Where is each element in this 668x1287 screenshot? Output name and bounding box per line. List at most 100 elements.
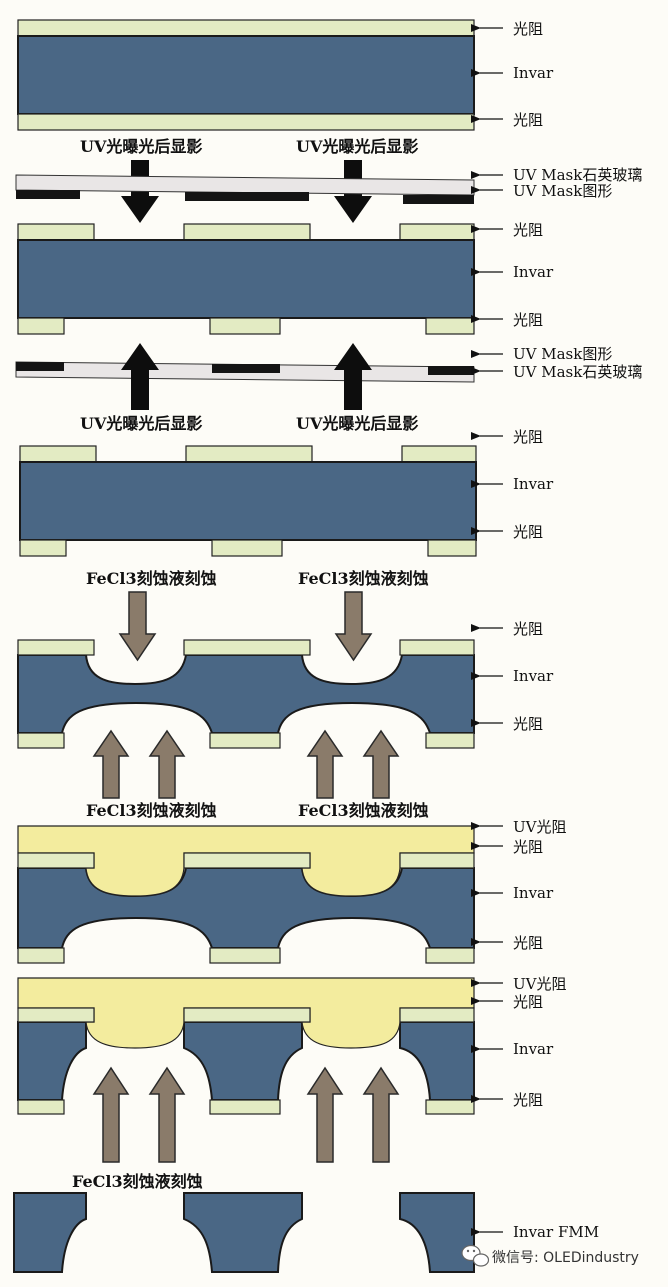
photoresist-bottom-block <box>427 539 477 557</box>
photoresist-bottom-layer <box>17 113 475 131</box>
photoresist-top-block <box>183 639 311 656</box>
etchant-up-arrow <box>92 1066 130 1163</box>
invar-half-etched <box>17 654 475 734</box>
etchant-down-arrow-right <box>334 591 373 662</box>
step-3-bottom-uv-exposure: UV Mask图形 UV Mask石英玻璃 UV光曝光后显影 UV光曝光后显影 <box>15 343 642 433</box>
photoresist-bottom-block <box>209 317 281 335</box>
photoresist-bottom-block <box>209 947 281 964</box>
uv-mask-pattern-block <box>185 192 309 201</box>
photoresist-top-block <box>19 445 97 463</box>
caption-etch-bottom-right: FeCl3刻蚀液刻蚀 <box>298 801 429 820</box>
etchant-up-arrow <box>306 1066 344 1163</box>
wechat-icon <box>461 1244 490 1267</box>
invar-segment <box>17 1021 87 1101</box>
watermark: 微信号: OLEDindustry <box>461 1244 639 1267</box>
label-photoresist-top: 光阻 <box>513 428 543 446</box>
photoresist-bottom-block <box>19 539 67 557</box>
photoresist-top-block <box>399 639 475 656</box>
photoresist-top-block <box>17 852 95 869</box>
label-photoresist-bottom: 光阻 <box>513 1091 543 1109</box>
label-uv-mask-glass: UV Mask石英玻璃 <box>513 166 642 184</box>
photoresist-bottom-block <box>425 317 475 335</box>
label-photoresist-top: 光阻 <box>513 221 543 239</box>
photoresist-top-block <box>401 445 477 463</box>
label-uv-mask-glass: UV Mask石英玻璃 <box>513 363 642 381</box>
photoresist-top-block <box>399 1007 475 1023</box>
caption-uv-exposure-right: UV光曝光后显影 <box>296 414 418 433</box>
photoresist-bottom-block <box>211 539 283 557</box>
step-1-coated-invar: 光阻 Invar 光阻 <box>17 19 554 131</box>
label-photoresist-bottom: 光阻 <box>513 715 543 733</box>
caption-uv-exposure-right: UV光曝光后显影 <box>296 137 418 156</box>
etchant-up-arrow <box>92 729 130 799</box>
photoresist-bottom-block <box>425 732 475 749</box>
caption-uv-exposure-left: UV光曝光后显影 <box>80 137 202 156</box>
invar-substrate <box>17 35 475 115</box>
label-photoresist-bottom: 光阻 <box>513 111 543 129</box>
step-4-patterned-photoresist: 光阻 Invar 光阻 <box>19 428 554 557</box>
invar-fmm-segment <box>399 1192 475 1273</box>
label-invar: Invar <box>513 64 554 82</box>
photoresist-top-block <box>17 639 95 656</box>
label-invar: Invar <box>513 1040 554 1058</box>
photoresist-bottom-block <box>17 317 65 335</box>
label-uv-photoresist: UV光阻 <box>513 975 566 993</box>
watermark-text: 微信号: OLEDindustry <box>492 1250 639 1266</box>
photoresist-bottom-block <box>209 732 281 749</box>
etchant-up-arrow <box>148 729 186 799</box>
label-photoresist-top: 光阻 <box>513 993 543 1011</box>
step-5-fecl3-etching: FeCl3刻蚀液刻蚀 FeCl3刻蚀液刻蚀 光阻 Invar 光阻 FeCl3刻… <box>17 569 554 820</box>
caption-etch-bottom-left: FeCl3刻蚀液刻蚀 <box>86 801 217 820</box>
etchant-up-arrow <box>148 1066 186 1163</box>
photoresist-bottom-block <box>17 1099 65 1115</box>
uv-mask-pattern-block <box>428 366 474 375</box>
uv-light-up-arrow-right <box>334 343 372 410</box>
uv-mask-pattern-block <box>16 362 64 371</box>
etchant-up-arrow <box>362 729 400 799</box>
photoresist-top-layer <box>17 19 475 37</box>
photoresist-bottom-block <box>425 947 475 964</box>
photoresist-top-block <box>399 852 475 869</box>
uv-mask-pattern-block <box>403 195 474 204</box>
photoresist-top-block <box>185 445 313 463</box>
caption-etch-top-right: FeCl3刻蚀液刻蚀 <box>298 569 429 588</box>
label-photoresist-top: 光阻 <box>513 838 543 856</box>
invar-fmm-segment <box>13 1192 87 1273</box>
photoresist-top-block <box>183 223 311 241</box>
photoresist-bottom-block <box>17 732 65 749</box>
photoresist-bottom-block <box>209 1099 281 1115</box>
photoresist-bottom-block <box>17 947 65 964</box>
step-2-top-uv-exposure: UV光曝光后显影 UV光曝光后显影 UV Mask石英玻璃 UV Mask图形 … <box>15 137 642 335</box>
uv-mask-pattern-block <box>212 364 280 373</box>
label-uv-mask-pattern: UV Mask图形 <box>513 182 612 200</box>
label-photoresist-bottom: 光阻 <box>513 934 543 952</box>
invar-fmm-segment <box>183 1192 303 1273</box>
label-invar: Invar <box>513 475 554 493</box>
caption-uv-exposure-left: UV光曝光后显影 <box>80 414 202 433</box>
photoresist-top-block <box>399 223 475 241</box>
invar-segment <box>183 1021 303 1101</box>
step-8-finished-fmm: FeCl3刻蚀液刻蚀 Invar FMM <box>13 1172 599 1273</box>
label-photoresist-bottom: 光阻 <box>513 523 543 541</box>
etchant-up-arrow <box>306 729 344 799</box>
label-invar-fmm: Invar FMM <box>513 1223 599 1241</box>
photoresist-top-block <box>17 223 95 241</box>
step-6-uv-photoresist-fill: UV光阻 光阻 Invar 光阻 <box>17 818 566 964</box>
label-invar: Invar <box>513 667 554 685</box>
uv-light-up-arrow-left <box>121 343 159 410</box>
step-7-through-etch: UV光阻 光阻 Invar 光阻 <box>17 975 566 1163</box>
caption-etch-final: FeCl3刻蚀液刻蚀 <box>72 1172 203 1191</box>
invar-half-etched <box>17 867 475 949</box>
label-photoresist-bottom: 光阻 <box>513 311 543 329</box>
label-invar: Invar <box>513 263 554 281</box>
label-photoresist-top: 光阻 <box>513 20 543 38</box>
photoresist-top-block <box>183 1007 311 1023</box>
invar-segment <box>399 1021 475 1101</box>
label-invar: Invar <box>513 884 554 902</box>
invar-substrate <box>19 461 477 541</box>
photoresist-top-block <box>183 852 311 869</box>
label-uv-mask-pattern: UV Mask图形 <box>513 345 612 363</box>
photoresist-top-block <box>17 1007 95 1023</box>
label-photoresist-top: 光阻 <box>513 620 543 638</box>
